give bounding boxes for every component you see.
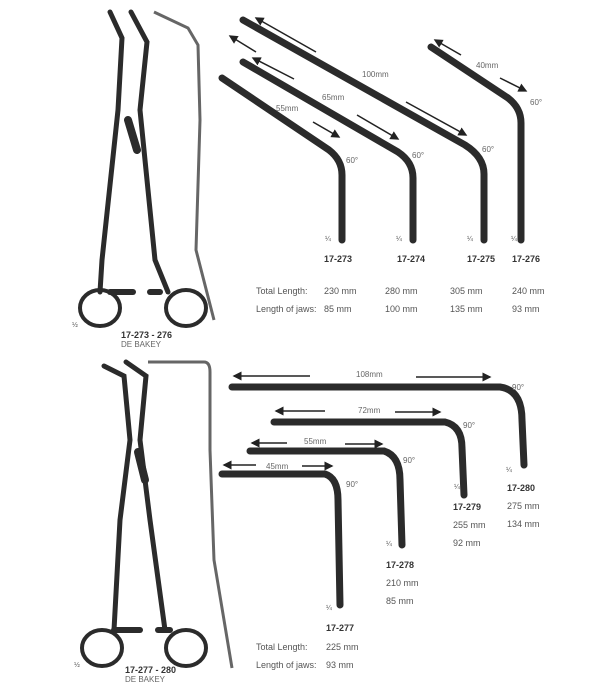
- jaw-dimension: 55mm: [276, 104, 299, 113]
- product-code: 17-278: [386, 560, 415, 570]
- forceps-bottom-profile-icon: [148, 360, 234, 669]
- jaw-dimension: 45mm: [266, 462, 289, 471]
- jaw-angle: 60°: [412, 151, 425, 160]
- product-code: 17-279: [453, 502, 482, 512]
- jaw-outlines-top: [218, 16, 525, 244]
- product-code: 17-274: [397, 254, 426, 264]
- jaw-length: 92 mm: [453, 538, 481, 548]
- jaw-length: 93 mm: [512, 304, 540, 314]
- clamp-scale: ½: [74, 662, 80, 669]
- forceps-bottom-icon: [80, 359, 208, 668]
- total-length: 240 mm: [512, 286, 545, 296]
- clamp-code-range: 17-277 - 280: [125, 665, 177, 675]
- jaw-length: 135 mm: [450, 304, 483, 314]
- total-length-label: Total Length:: [256, 286, 308, 296]
- jaw-angle: 60°: [482, 145, 495, 154]
- jaw-angle: 90°: [403, 456, 416, 465]
- jaw-dimension: 65mm: [322, 93, 345, 102]
- total-length: 305 mm: [450, 286, 483, 296]
- jaw-scale: ¼: [467, 236, 473, 243]
- jaw-length: 85 mm: [324, 304, 352, 314]
- product-code: 17-276: [512, 254, 541, 264]
- jaw-dimension: 108mm: [356, 370, 383, 379]
- jaw-angle: 90°: [512, 383, 525, 392]
- jaw-angle: 90°: [463, 421, 476, 430]
- product-code: 17-280: [507, 483, 536, 493]
- jaw-angle: 90°: [346, 480, 359, 489]
- jaw-scale: ¼: [511, 236, 517, 243]
- jaw-scale: ¼: [326, 605, 332, 612]
- jaw-scale: ¼: [506, 467, 512, 474]
- total-length: 255 mm: [453, 520, 486, 530]
- jaw-scale: ¼: [386, 541, 392, 548]
- jaw-angle: 60°: [346, 156, 359, 165]
- jaw-length-label: Length of jaws:: [256, 304, 317, 314]
- jaw-scale: ¼: [396, 236, 402, 243]
- jaw-dimension: 72mm: [358, 406, 381, 415]
- product-code: 17-273: [324, 254, 353, 264]
- jaw-scale: ¼: [454, 484, 460, 491]
- jaw-angle: 60°: [530, 98, 543, 107]
- jaw-length: 134 mm: [507, 519, 540, 529]
- jaw-dimension: 55mm: [304, 437, 327, 446]
- total-length: 210 mm: [386, 578, 419, 588]
- total-length: 280 mm: [385, 286, 418, 296]
- forceps-top-icon: [78, 9, 208, 328]
- jaw-outlines-bottom: [218, 383, 528, 609]
- jaw-scale: ¼: [325, 236, 331, 243]
- clamp-scale: ½: [72, 322, 78, 329]
- total-length: 230 mm: [324, 286, 357, 296]
- jaw-length: 100 mm: [385, 304, 418, 314]
- total-length: 225 mm: [326, 642, 359, 652]
- jaw-dimension: 100mm: [362, 70, 389, 79]
- product-code: 17-275: [467, 254, 496, 264]
- jaw-length: 85 mm: [386, 596, 414, 606]
- forceps-top-profile-icon: [153, 10, 216, 321]
- total-length-label: Total Length:: [256, 642, 308, 652]
- jaw-length: 93 mm: [326, 660, 354, 670]
- jaw-length-label: Length of jaws:: [256, 660, 317, 670]
- clamp-name: DE BAKEY: [125, 675, 166, 684]
- jaw-dimension: 40mm: [476, 61, 499, 70]
- clamp-name: DE BAKEY: [121, 340, 162, 349]
- clamp-code-range: 17-273 - 276: [121, 330, 173, 340]
- total-length: 275 mm: [507, 501, 540, 511]
- product-code: 17-277: [326, 623, 355, 633]
